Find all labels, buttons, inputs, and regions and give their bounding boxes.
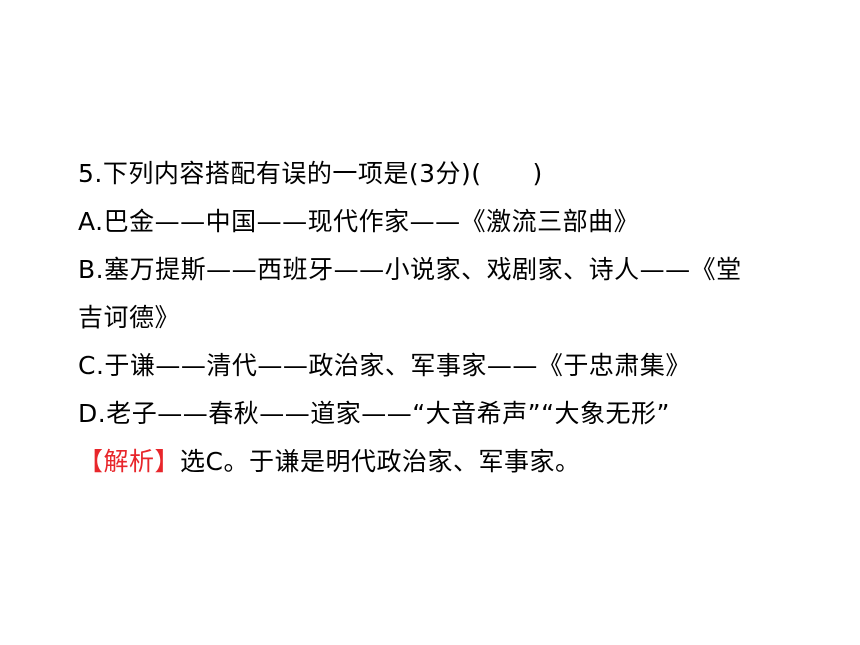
question-stem: 5.下列内容搭配有误的一项是(3分)( ) [78,159,543,188]
option-b-continued: 吉诃德》 [78,303,181,332]
analysis-text: 选C。于谦是明代政治家、军事家。 [180,447,581,476]
analysis-tag: 【解析】 [78,447,181,476]
option-b: B.塞万提斯——西班牙——小说家、戏剧家、诗人——《堂 [78,255,742,284]
analysis-line: 【解析】选C。于谦是明代政治家、军事家。 [78,438,778,486]
question-block: 5.下列内容搭配有误的一项是(3分)( ) A.巴金——中国——现代作家——《激… [78,150,778,486]
option-d: D.老子——春秋——道家——“大音希声”“大象无形” [78,399,671,428]
option-a: A.巴金——中国——现代作家——《激流三部曲》 [78,207,640,236]
option-c: C.于谦——清代——政治家、军事家——《于忠肃集》 [78,351,691,380]
